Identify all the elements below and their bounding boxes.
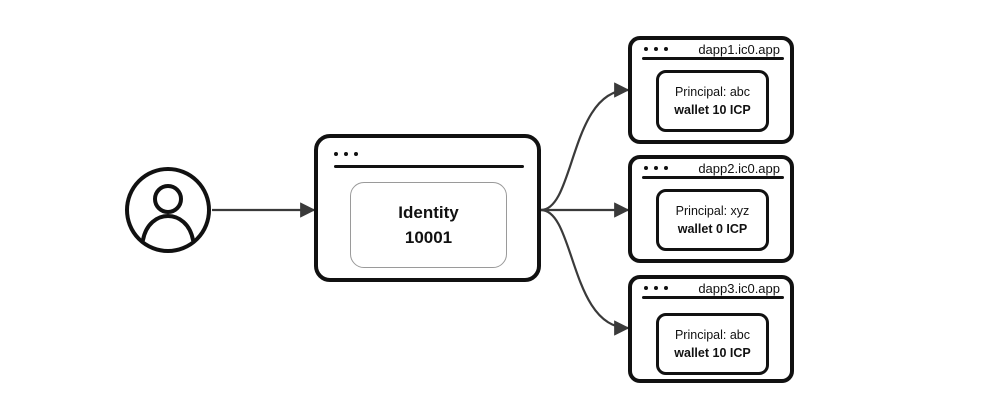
dapp-account-card: Principal: xyz wallet 0 ICP xyxy=(656,189,769,251)
identity-number: 10001 xyxy=(404,228,453,247)
identity-card: Identity 10001 xyxy=(350,182,507,268)
arrow-identity-to-dapp1 xyxy=(540,82,630,212)
dapp-url: dapp1.ic0.app xyxy=(698,42,780,57)
window-dots-icon xyxy=(644,166,668,170)
dapp-window-3: dapp3.ic0.app Principal: abc wallet 10 I… xyxy=(628,275,794,383)
identity-title: Identity xyxy=(398,203,459,222)
dapp-account-card: Principal: abc wallet 10 ICP xyxy=(656,313,769,375)
window-title-bar xyxy=(642,176,784,179)
window-dots-icon xyxy=(644,47,668,51)
wallet-balance: wallet 10 ICP xyxy=(674,346,751,360)
principal-label: Principal: abc xyxy=(674,85,751,99)
window-title-bar xyxy=(642,296,784,299)
wallet-balance: wallet 0 ICP xyxy=(677,222,748,236)
wallet-balance: wallet 10 ICP xyxy=(674,103,751,117)
window-title-bar xyxy=(642,57,784,60)
window-dots-icon xyxy=(644,286,668,290)
principal-label: Principal: xyz xyxy=(675,204,750,218)
dapp-url: dapp2.ic0.app xyxy=(698,161,780,176)
dapp-url: dapp3.ic0.app xyxy=(698,281,780,296)
dapp-window-1: dapp1.ic0.app Principal: abc wallet 10 I… xyxy=(628,36,794,144)
dapp-account-card: Principal: abc wallet 10 ICP xyxy=(656,70,769,132)
window-dots-icon xyxy=(334,152,358,156)
principal-label: Principal: abc xyxy=(674,328,751,342)
window-title-bar xyxy=(334,165,524,168)
arrow-identity-to-dapp3 xyxy=(540,208,630,336)
identity-window: Identity 10001 xyxy=(314,134,541,282)
dapp-window-2: dapp2.ic0.app Principal: xyz wallet 0 IC… xyxy=(628,155,794,263)
